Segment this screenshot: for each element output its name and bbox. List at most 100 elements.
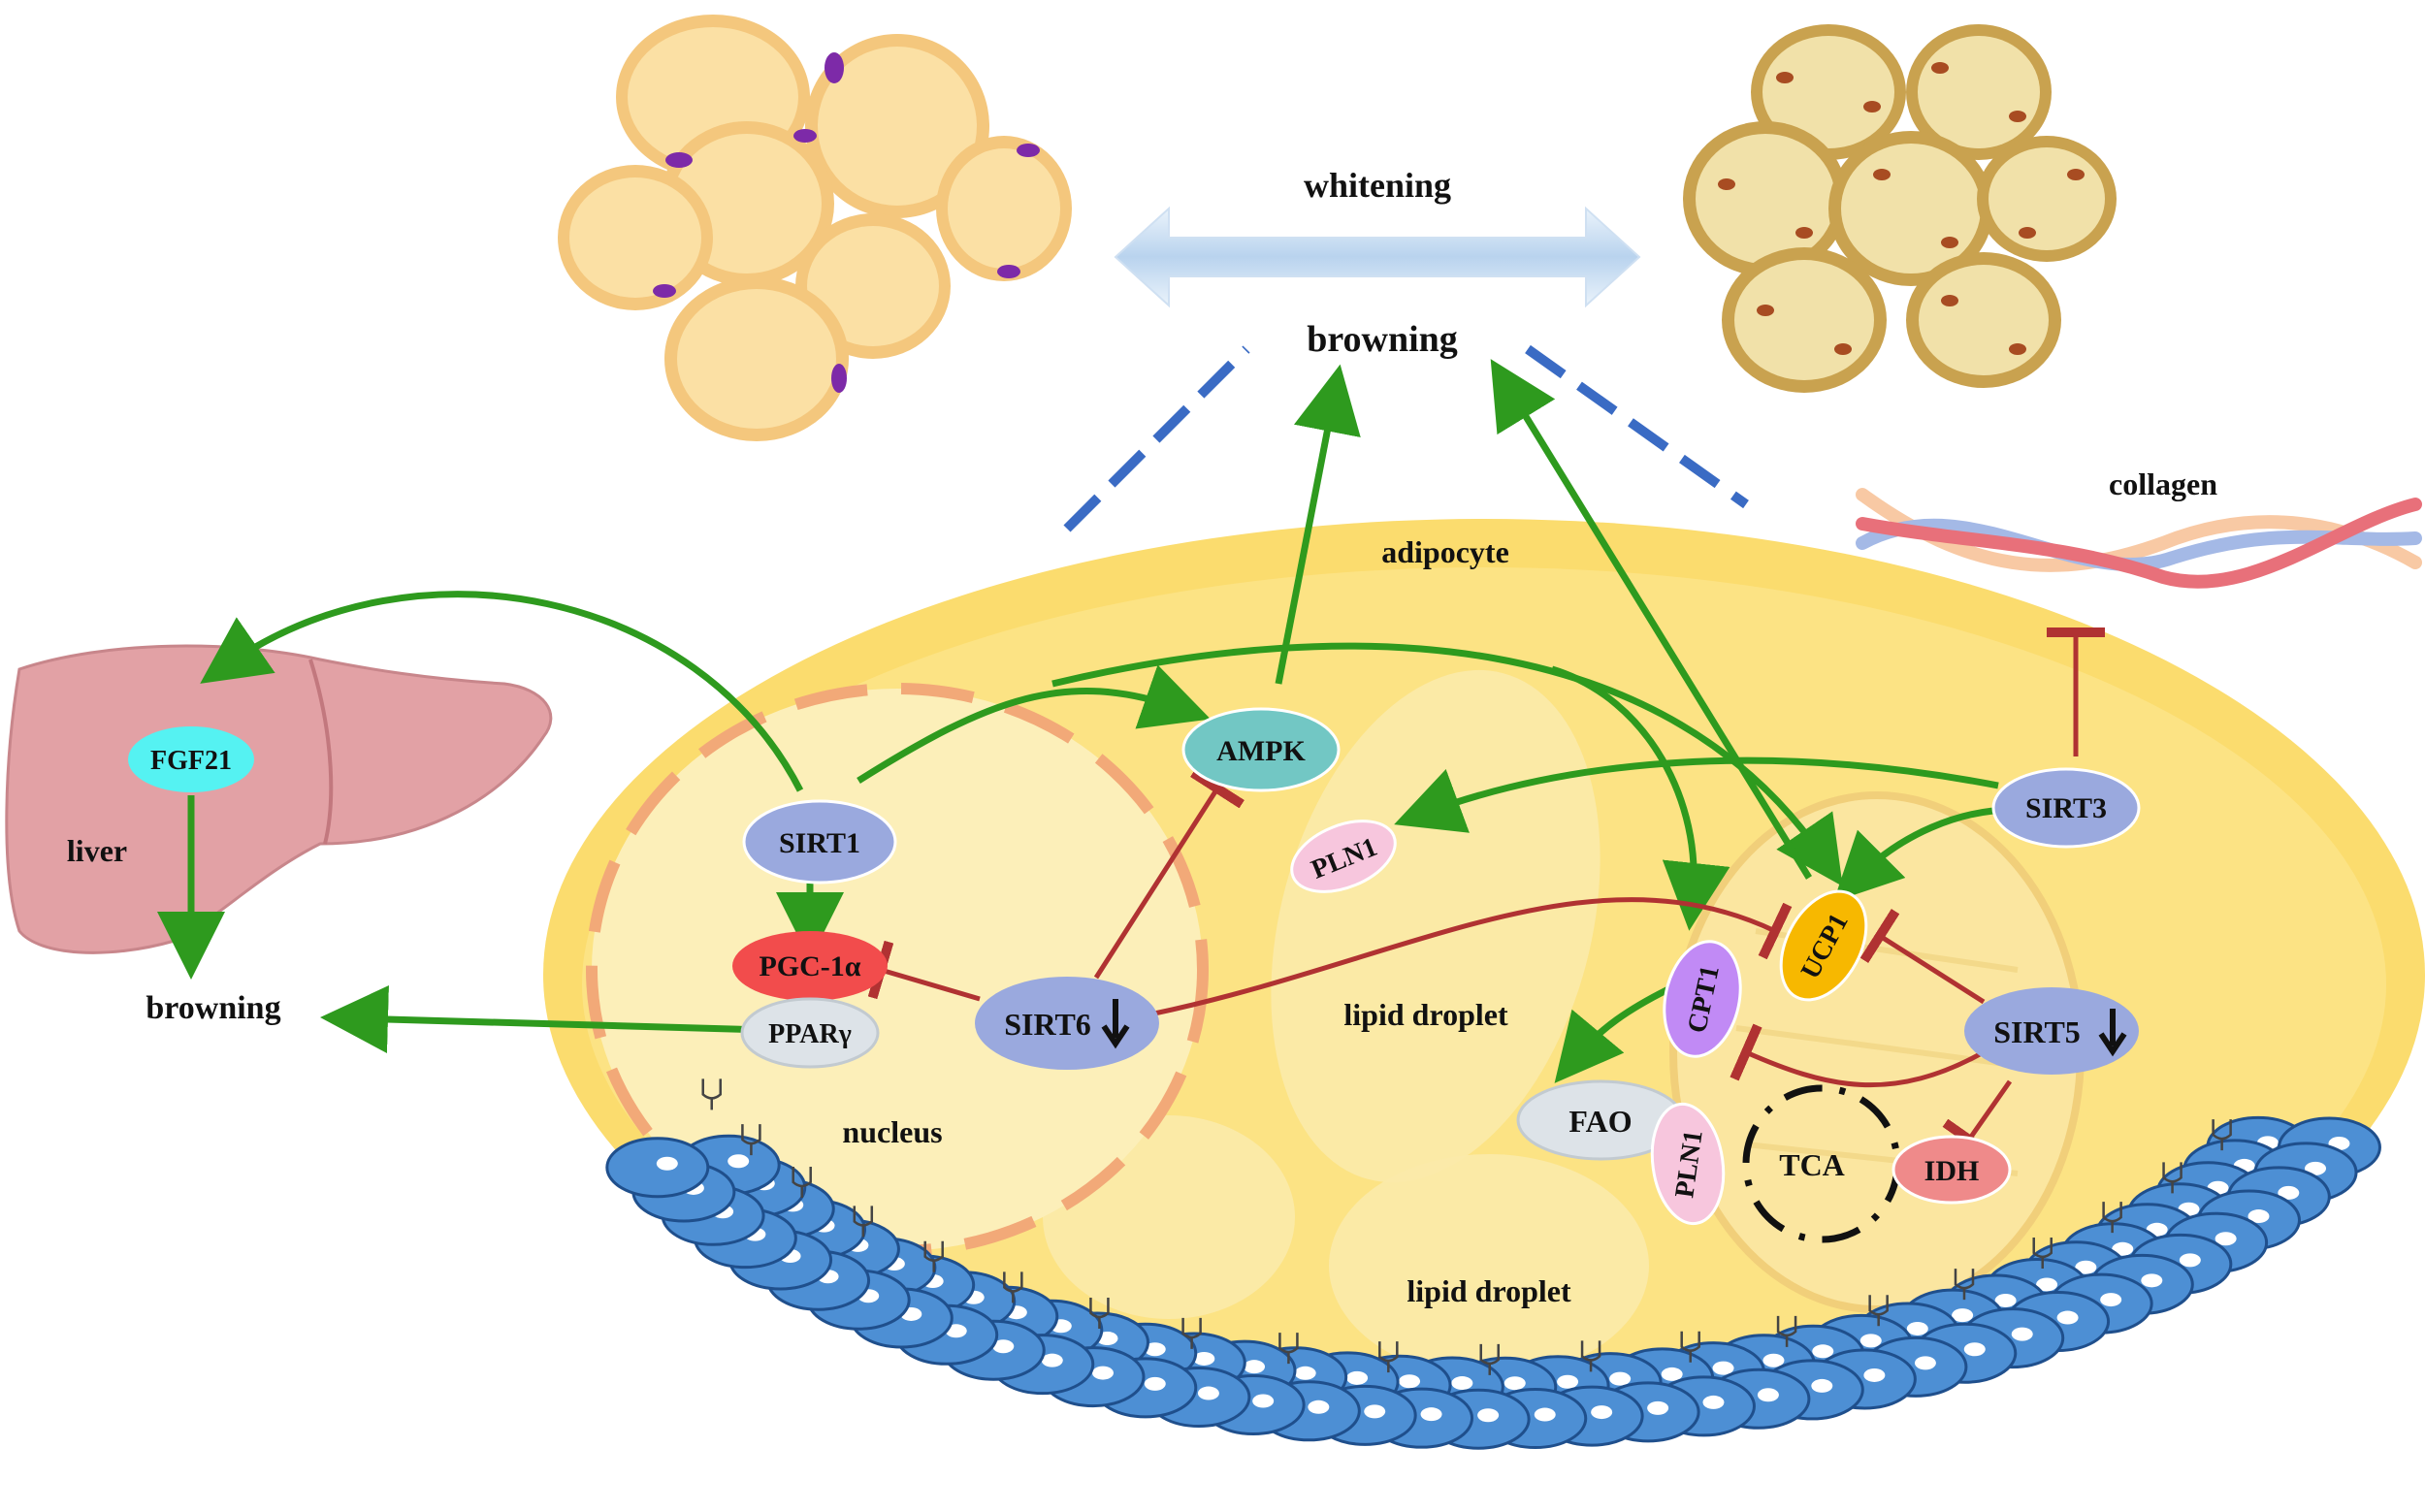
membrane-cell-nucleus (2305, 1161, 2327, 1175)
membrane-cell-nucleus (2112, 1241, 2134, 1256)
white-adipocyte-cluster (558, 15, 1072, 441)
membrane-cell-nucleus (1399, 1374, 1421, 1389)
label-sirt3: SIRT3 (2025, 792, 2107, 824)
brown-adipocyte-cluster (1683, 24, 2117, 393)
label-sirt1: SIRT1 (779, 827, 860, 859)
inhibit-sirt5-to-ucp1 (1859, 908, 1986, 1005)
membrane-cell-nucleus (1308, 1399, 1330, 1414)
label-fao: FAO (1568, 1104, 1632, 1139)
label-sirt5: SIRT5 (1993, 1014, 2081, 1049)
membrane-cell-nucleus (1994, 1293, 2017, 1307)
membrane-cell-nucleus (2075, 1260, 2097, 1274)
arrow-sirt1-to-liver (200, 591, 804, 792)
receptor-icon (1954, 1269, 1975, 1301)
arrow-sirt1-to-cpt1 (1550, 665, 1730, 931)
liver-organ (5, 644, 553, 954)
membrane-cell-nucleus (1661, 1367, 1683, 1381)
membrane-cell-nucleus (1811, 1378, 1833, 1393)
membrane-receptors (701, 1078, 2232, 1375)
label-lipid-droplet-2: lipid droplet (1406, 1273, 1571, 1308)
label-tca: TCA (1779, 1147, 1845, 1182)
membrane-cell-nucleus (1757, 1388, 1779, 1402)
arrow-ampk-to-browning (1275, 364, 1361, 685)
fgf21-node (128, 726, 254, 792)
receptor-icon (1278, 1333, 1299, 1365)
receptor-icon (1580, 1340, 1601, 1372)
membrane-cell-nucleus (2100, 1293, 2122, 1307)
collagen-fibers (1856, 488, 2422, 589)
membrane-cell-nucleus (1863, 1367, 1886, 1382)
membrane-cell-nucleus (2215, 1232, 2237, 1246)
sirt1-node (742, 799, 897, 885)
receptor-icon (741, 1124, 761, 1156)
label-collagen: collagen (2109, 466, 2217, 501)
membrane-cell-nucleus (1609, 1371, 1632, 1386)
label-browning-left: browning (146, 990, 280, 1026)
sirt3-node (1991, 767, 2141, 849)
dashed-line-left (1063, 345, 1250, 532)
whitening-browning-double-arrow (1114, 206, 1641, 308)
membrane-cell-nucleus (1346, 1370, 1369, 1385)
membrane-cell-nucleus (1252, 1394, 1275, 1408)
cpt1-node (1663, 940, 1742, 1058)
membrane-cell-nucleus (1534, 1407, 1556, 1422)
membrane-cell-nucleus (1557, 1374, 1579, 1389)
label-idh: IDH (1924, 1155, 1980, 1187)
label-nucleus: nucleus (842, 1114, 942, 1149)
sirt5-down-arrow-icon (2098, 1009, 2127, 1057)
membrane-cell-layer (605, 1115, 2381, 1450)
membrane-cell-nucleus (2179, 1253, 2201, 1268)
membrane-cell (605, 1137, 710, 1199)
membrane-cell-nucleus (1762, 1353, 1785, 1367)
membrane-cell-nucleus (1144, 1376, 1166, 1391)
membrane-cell-nucleus (1193, 1351, 1215, 1366)
receptor-icon (792, 1167, 812, 1198)
membrane-cell-nucleus (728, 1154, 750, 1169)
sirt5-node (1964, 987, 2139, 1075)
membrane-cell-nucleus (1914, 1356, 1936, 1370)
receptor-icon (1089, 1297, 1110, 1329)
arrow-ucp1-to-browning (1490, 359, 1812, 880)
receptor-icon (1378, 1341, 1399, 1373)
membrane-cell-nucleus (1244, 1360, 1266, 1374)
receptor-icon (1868, 1295, 1889, 1327)
label-liver: liver (67, 833, 127, 868)
receptor-icon (2102, 1202, 2122, 1234)
inhibit-sirt6-to-pgc1a (867, 940, 981, 1002)
membrane-cell-nucleus (656, 1156, 678, 1171)
label-lipid-droplet-1: lipid droplet (1343, 997, 1508, 1032)
membrane-cell-nucleus (1091, 1366, 1114, 1380)
label-fgf21: FGF21 (150, 746, 232, 776)
membrane-cell-nucleus (1906, 1321, 1928, 1335)
membrane-cell-nucleus (992, 1339, 1015, 1354)
receptor-icon (2032, 1237, 2053, 1269)
membrane-cell-nucleus (1712, 1361, 1734, 1375)
pln1-top-node (1290, 820, 1397, 893)
receptor-icon (923, 1240, 944, 1272)
label-whitening: whitening (1304, 166, 1451, 205)
receptor-icon (1181, 1317, 1202, 1349)
membrane-cell-nucleus (1144, 1342, 1166, 1357)
arrow-sirt1-to-ampk (857, 664, 1212, 784)
membrane-cell-nucleus (1591, 1405, 1613, 1420)
inhibit-sirt6-to-ucp1 (1153, 897, 1793, 1016)
lipid-droplet-upper (1271, 669, 1600, 1183)
ampk-node (1181, 707, 1341, 792)
membrane-cell-nucleus (1647, 1400, 1669, 1415)
inhibit-sirt5-to-idh (1942, 1079, 2013, 1161)
membrane-cell-nucleus (1197, 1386, 1219, 1400)
membrane-cell-nucleus (1952, 1308, 1974, 1323)
receptor-icon (701, 1078, 722, 1110)
membrane-cell-nucleus (2011, 1327, 2033, 1341)
inhibit-sirt6-to-ampk (1093, 768, 1245, 980)
label-ppar: PPARγ (768, 1019, 852, 1049)
arrow-cpt1-to-fao (1554, 985, 1670, 1083)
receptor-icon (1776, 1315, 1797, 1347)
arrow-sirt3-to-pln1 (1394, 756, 1999, 833)
receptor-icon (1479, 1343, 1500, 1375)
sirt6-down-arrow-icon (1101, 999, 1130, 1049)
pln1-bottom-node (1650, 1102, 1726, 1226)
membrane-cell-nucleus (2036, 1277, 2058, 1292)
membrane-cell-nucleus (1477, 1408, 1500, 1423)
